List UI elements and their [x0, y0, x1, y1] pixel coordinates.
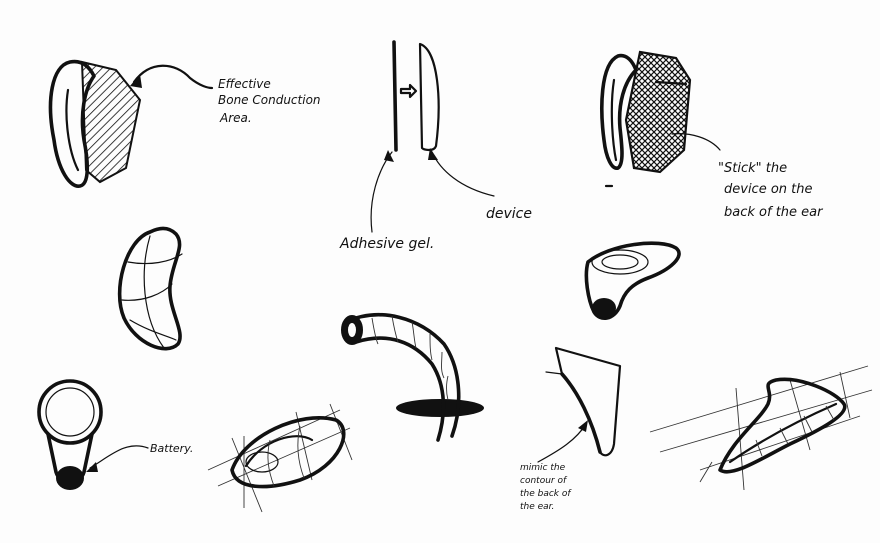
sketch-ear-conduction-area: Effective Bone Conduction Area. [51, 62, 321, 187]
leader-line-area [134, 66, 212, 88]
sketch-oval-disk [586, 243, 679, 318]
arrowhead [86, 462, 98, 472]
svg-text:Effective: Effective [218, 77, 271, 91]
contour-shape-outline [556, 348, 620, 455]
tube-opening-inner [348, 323, 356, 337]
contour-line [122, 284, 172, 300]
adhesive-layer [394, 42, 396, 150]
tube-inner [356, 338, 443, 440]
label-mimic-4: the ear. [520, 502, 554, 512]
label-mimic-2: contour of [520, 476, 568, 486]
arrowhead [130, 74, 142, 88]
round-head-inner [46, 388, 94, 436]
label-battery: Battery. [150, 442, 193, 455]
sketch-device-cross-section: Adhesive gel. device [339, 42, 532, 252]
arrowhead [578, 420, 588, 432]
sketch-perspective-elongated [650, 366, 872, 490]
label-stick-3: back of the ear [724, 205, 824, 220]
elongated-section-lines [756, 406, 834, 456]
contour-shape-edge [562, 374, 600, 452]
tube-shadow [396, 399, 484, 417]
label-effective: Effective [218, 77, 271, 91]
tube-ring-lines [372, 316, 448, 400]
label-area: Area. [219, 111, 252, 125]
label-stick-2: device on the [724, 182, 813, 197]
ear-inner-fold [66, 90, 78, 170]
sketch-perspective-capsule [208, 404, 352, 512]
svg-text:Bone Conduction: Bone Conduction [218, 93, 321, 107]
label-mimic-1: mimic the [520, 463, 566, 473]
perspective-guides-2 [650, 366, 872, 490]
disk-base [592, 298, 616, 318]
sketch-battery-device: Battery. [39, 381, 193, 490]
kidney-outline [120, 229, 180, 349]
sketch-device-on-ear: "Stick" the device on the back of the ea… [602, 52, 824, 220]
sketch-ear-back-contour: mimic the contour of the back of the ear… [520, 348, 620, 512]
sketch-curved-tube [342, 315, 484, 440]
leader-line-gel [371, 152, 392, 232]
attach-arrow [401, 85, 416, 97]
battery-cell [56, 466, 84, 490]
contour-shape-tip [546, 372, 562, 374]
disk-ring-inner [602, 255, 638, 269]
label-adhesive-gel: Adhesive gel. [339, 236, 434, 252]
label-mimic-3: the back of [520, 489, 572, 499]
label-device: device [486, 206, 532, 222]
svg-text:Area.: Area. [219, 111, 252, 125]
device-profile [420, 44, 439, 150]
leader-line-battery [90, 446, 148, 468]
label-stick-1: "Stick" the [718, 161, 787, 176]
ear-inner-fold-2 [612, 80, 616, 160]
sketch-kidney-device [120, 229, 182, 349]
label-bone-conduction: Bone Conduction [218, 93, 321, 107]
leader-line-device [432, 152, 494, 196]
leader-line-mimic [538, 424, 586, 462]
capsule-outline [232, 418, 344, 487]
disk-ring [592, 250, 648, 274]
